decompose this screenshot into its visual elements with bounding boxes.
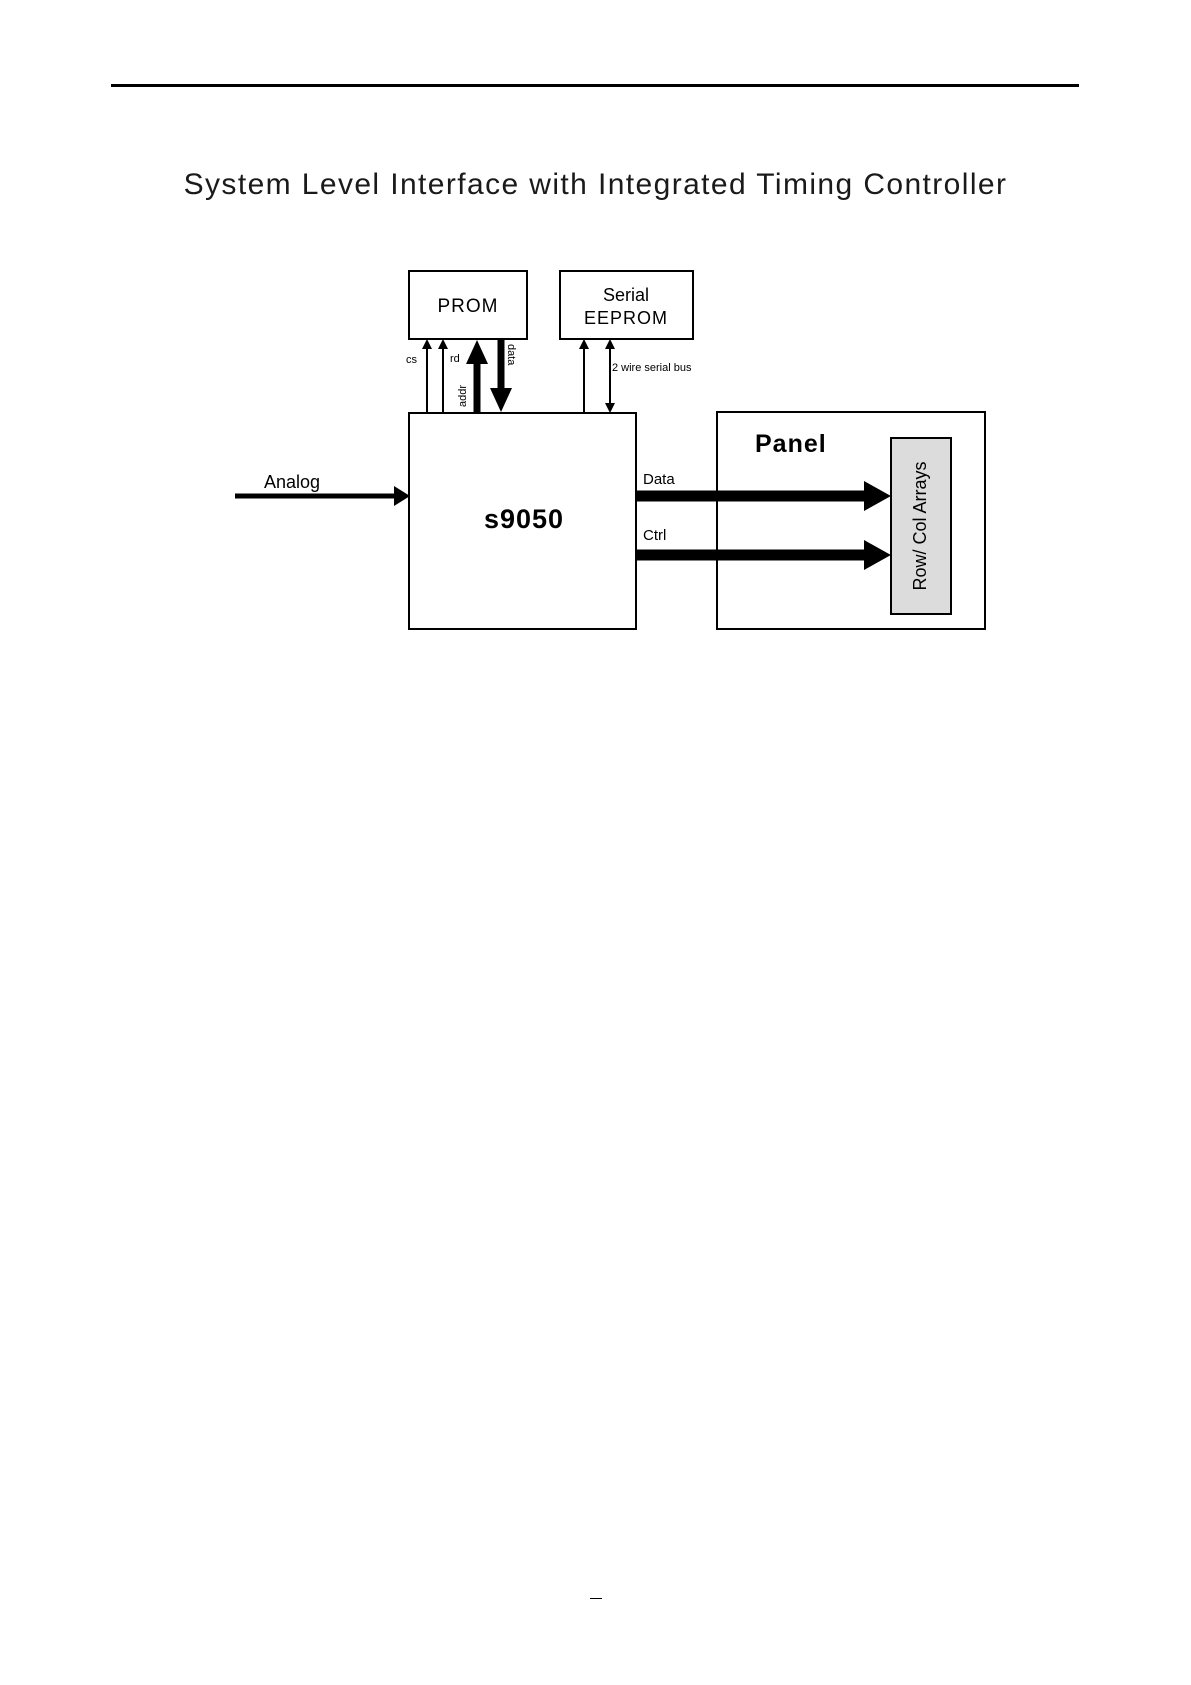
addr-label: addr — [457, 385, 469, 407]
serial-bus-label: 2 wire serial bus — [612, 362, 692, 374]
rd-label: rd — [450, 353, 460, 365]
rd-arrowhead — [438, 339, 448, 349]
data-out-label: Data — [643, 471, 675, 488]
prom-label: PROM — [438, 296, 499, 317]
eeprom-left-arrowhead — [579, 339, 589, 349]
analog-input-arrowhead — [394, 486, 410, 506]
prom-data-bus-arrowhead — [490, 388, 512, 412]
cs-arrowhead — [422, 339, 432, 349]
serial-bus-arrowhead-down — [605, 403, 615, 413]
prom-data-label: data — [505, 344, 517, 366]
addr-bus-arrowhead — [466, 340, 488, 364]
analog-label: Analog — [264, 472, 320, 492]
panel-label: Panel — [755, 430, 827, 458]
cs-label: cs — [406, 354, 418, 366]
row-col-arrays-label: Row/ Col Arrays — [910, 461, 930, 590]
footer-mark — [590, 1598, 602, 1599]
serial-eeprom-label-line1: Serial — [603, 285, 649, 305]
ctrl-out-label: Ctrl — [643, 527, 666, 544]
serial-bus-arrowhead-up — [605, 339, 615, 349]
s9050-label: s9050 — [484, 504, 564, 534]
serial-eeprom-block — [560, 271, 693, 339]
serial-eeprom-label-line2: EEPROM — [584, 308, 668, 328]
